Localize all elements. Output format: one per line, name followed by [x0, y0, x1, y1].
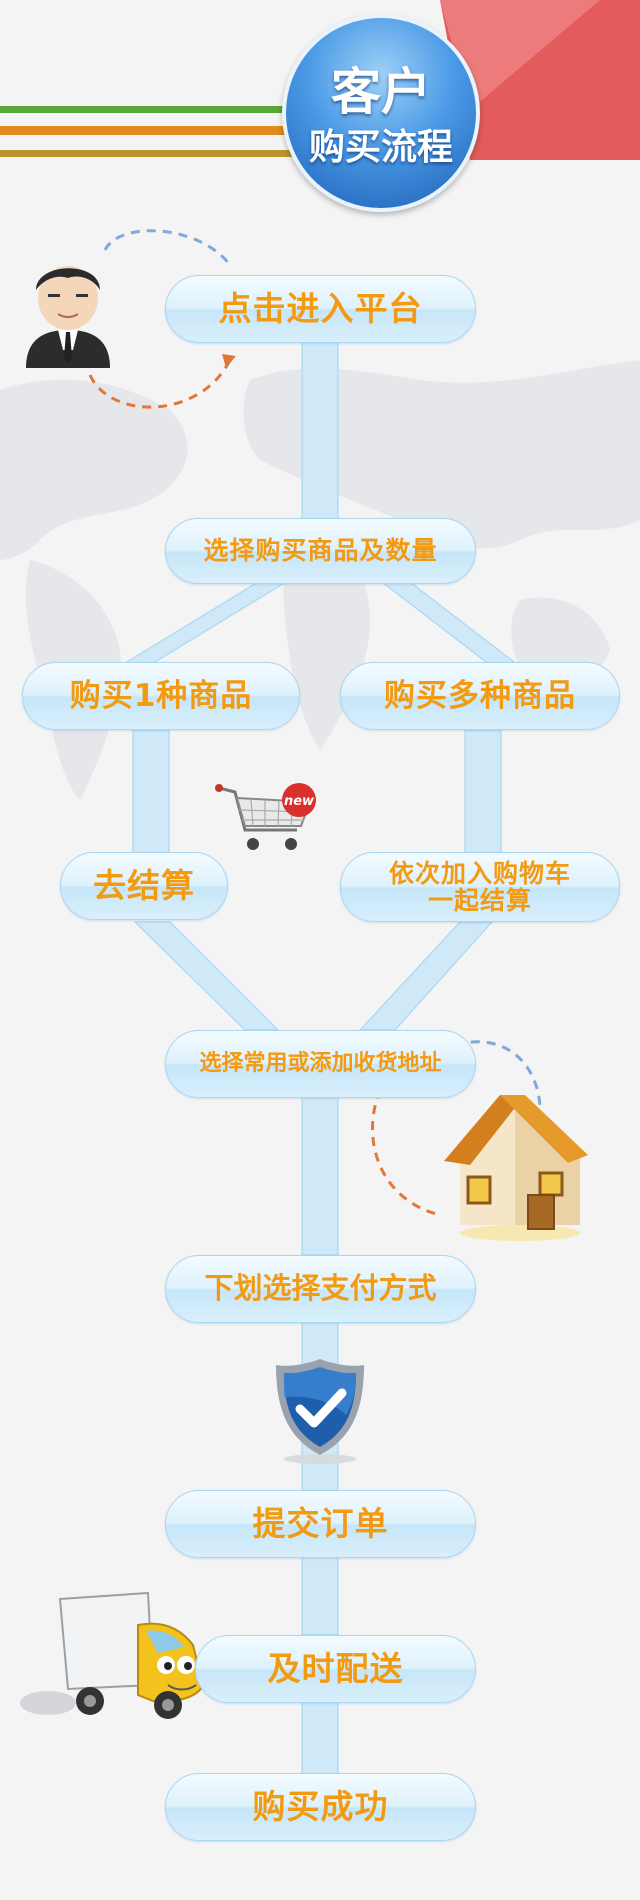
connector-right-down: [464, 729, 502, 856]
step-buy-many: 购买多种商品: [340, 662, 620, 730]
step-add-cart-line-1: 依次加入购物车: [388, 858, 571, 888]
step-buy-one: 购买1种商品: [22, 662, 300, 730]
connector-1: [301, 339, 339, 531]
step-address: 选择常用或添加收货地址: [165, 1030, 476, 1098]
shopping-cart-icon: new: [215, 783, 316, 850]
new-badge-text: new: [284, 794, 315, 809]
title-line-1: 客户: [331, 63, 431, 121]
step-checkout: 去结算: [60, 852, 228, 920]
step-enter-platform: 点击进入平台: [165, 275, 476, 343]
stripe-green: [0, 106, 300, 113]
businessman-icon: [26, 266, 110, 368]
dashed-arc-house-bottom: [371, 1089, 441, 1217]
delivery-truck-icon: [20, 1591, 205, 1719]
connector-address-payment: [301, 1094, 339, 1256]
dashed-arc-bottom: [88, 359, 232, 409]
step-success: 购买成功: [165, 1773, 476, 1841]
step-delivery: 及时配送: [195, 1635, 476, 1703]
corner-decor-light: [440, 0, 600, 110]
step-select-goods: 选择购买商品及数量: [165, 518, 476, 584]
step-add-cart-line-2: 一起结算: [427, 886, 532, 915]
step-add-cart: 依次加入购物车 一起结算: [340, 852, 620, 922]
connector-left-down: [132, 729, 170, 856]
title-badge: 客户 购买流程: [282, 14, 480, 212]
connector-right-merge: [358, 921, 494, 1031]
step-submit-order: 提交订单: [165, 1490, 476, 1558]
dashed-arc-house-top: [454, 1040, 542, 1111]
step-payment: 下划选择支付方式: [165, 1255, 476, 1323]
connector-delivery-success: [301, 1699, 339, 1779]
title-line-2: 购买流程: [308, 127, 453, 168]
stripe-olive: [0, 150, 300, 157]
connector-right-branch: [380, 581, 520, 666]
connector-left-merge: [133, 921, 280, 1031]
arrowhead-icon: [222, 354, 236, 368]
dashed-arc-top: [103, 229, 232, 266]
connector-left-branch: [119, 581, 289, 666]
house-icon: [444, 1095, 588, 1241]
connector-submit-delivery: [301, 1554, 339, 1636]
stripe-orange: [0, 126, 300, 135]
shield-check-icon: [276, 1359, 364, 1464]
